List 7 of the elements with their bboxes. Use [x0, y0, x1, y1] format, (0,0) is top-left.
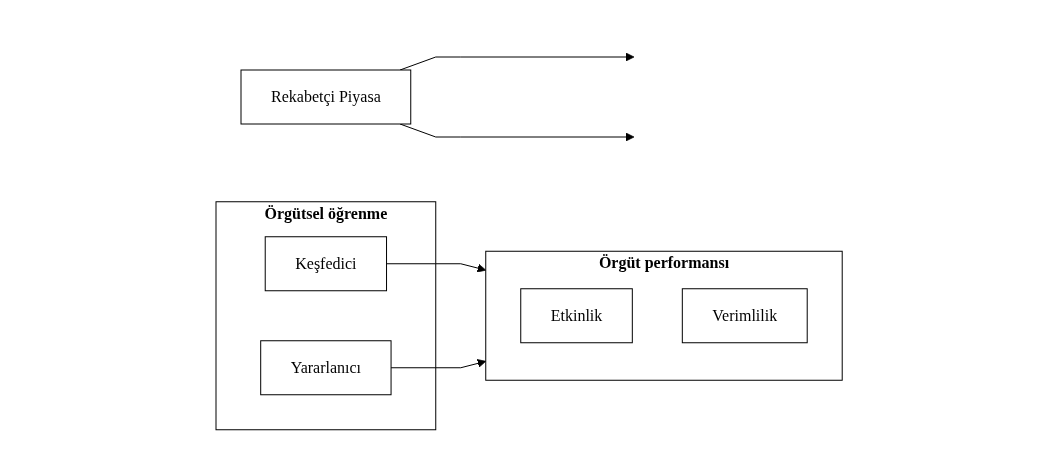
arrow	[390, 358, 487, 368]
node-box: Etkinlik	[520, 287, 633, 343]
node-box: Keşfedici	[264, 235, 387, 291]
arrow	[385, 262, 487, 273]
node-box: Verimlilik	[681, 287, 808, 343]
node-box: Rekabetçi Piyasa	[240, 69, 412, 125]
node-box: Yararlanıcı	[260, 339, 392, 395]
